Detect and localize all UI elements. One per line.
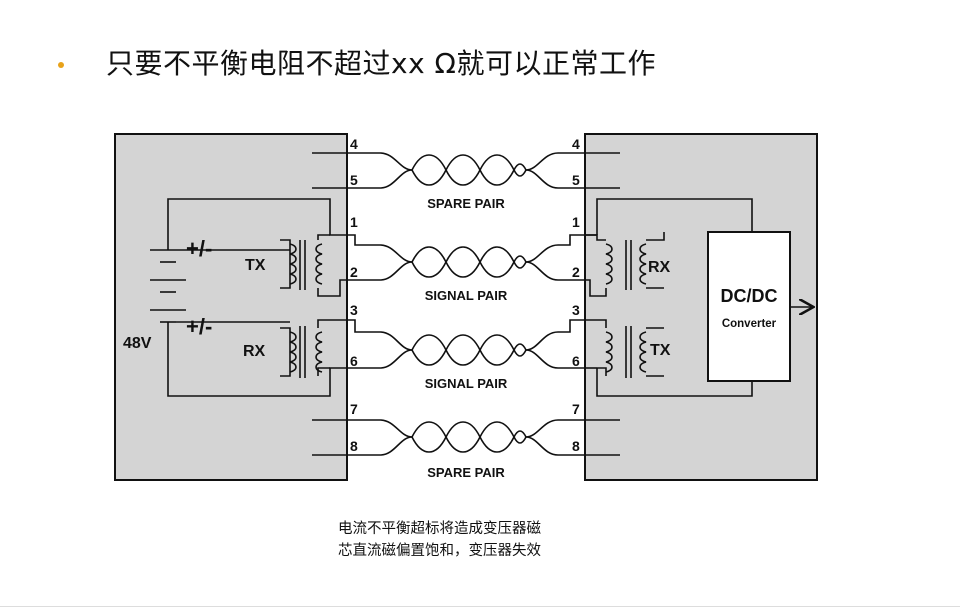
pair-label-spare-bottom: SPARE PAIR [427,465,505,480]
pair-label-signal-2: SIGNAL PAIR [425,376,508,391]
pin-right-8: 8 [572,438,580,454]
pin-left-6: 6 [350,353,358,369]
left-pin-leads [312,152,347,456]
caption-line-1: 电流不平衡超标将造成变压器磁 [338,521,541,537]
signal-pair-2-wires [347,319,585,369]
pin-right-3: 3 [572,302,580,318]
spare-pair-top-wires [347,152,585,189]
pin-right-7: 7 [572,401,580,417]
left-transformer-tx-icon [280,234,347,297]
left-transformer-rx-icon [280,319,347,378]
right-transformer-tx-icon [585,319,664,378]
caption: 电流不平衡超标将造成变压器磁 芯直流磁偏置饱和，变压器失效 [338,518,628,562]
pin-left-1: 1 [350,214,358,230]
dcdc-converter-box [707,231,791,382]
pin-left-7: 7 [350,401,358,417]
pin-left-5: 5 [350,172,358,188]
left-polarity-top: +/- [186,236,212,261]
right-rx-label: RX [648,259,671,276]
pin-right-4: 4 [572,136,580,152]
left-rx-label: RX [243,343,266,360]
pin-left-8: 8 [350,438,358,454]
pin-left-3: 3 [350,302,358,318]
pin-right-5: 5 [572,172,580,188]
pin-left-2: 2 [350,264,358,280]
spare-pair-bottom-wires [347,419,585,456]
dcdc-title: DC/DC [721,286,778,306]
right-pin-leads [585,152,620,456]
slide-title: 只要不平衡电阻不超过xx Ω就可以正常工作 [106,47,656,80]
caption-line-2: 芯直流磁偏置饱和，变压器失效 [338,543,541,559]
left-tx-label: TX [245,257,266,274]
pin-right-1: 1 [572,214,580,230]
footer-divider [0,606,960,607]
right-tx-label: TX [650,342,671,359]
left-device-box [114,133,348,481]
pin-left-4: 4 [350,136,358,152]
dcdc-subtitle: Converter [722,318,777,330]
signal-pair-1-wires [347,234,585,281]
title-bullet [58,62,64,68]
left-power-circuit [150,198,347,397]
pin-right-6: 6 [572,353,580,369]
right-transformer-rx-icon [585,232,665,297]
pair-label-signal-1: SIGNAL PAIR [425,288,508,303]
pin-right-2: 2 [572,264,580,280]
voltage-label: 48V [123,335,152,352]
left-polarity-bottom: +/- [186,314,212,339]
pair-label-spare-top: SPARE PAIR [427,196,505,211]
